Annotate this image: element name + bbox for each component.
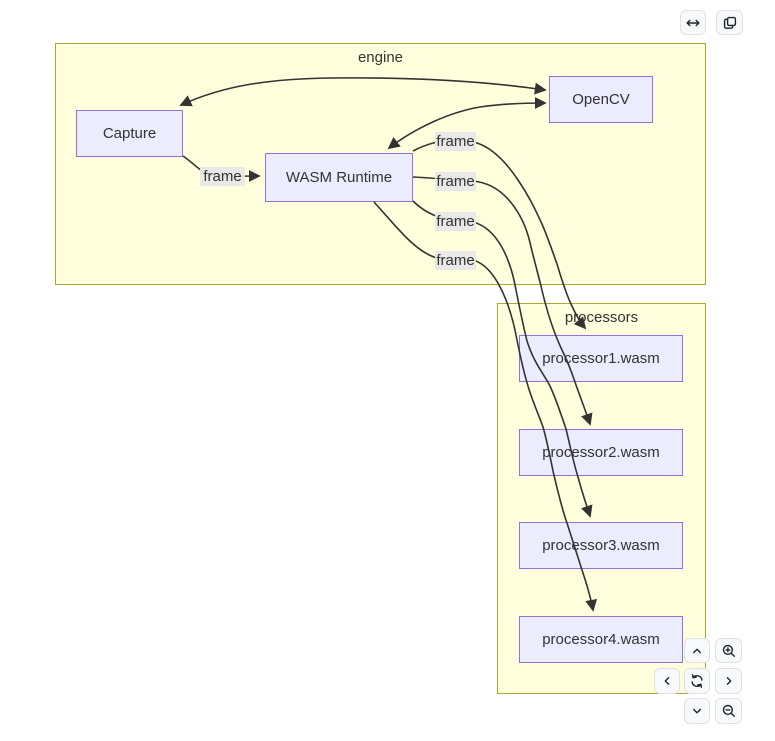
expand-width-button[interactable]: [680, 10, 706, 35]
copy-button[interactable]: [716, 10, 743, 35]
edge-label-frame: frame: [435, 132, 476, 151]
pan-up-icon: [693, 648, 701, 653]
reset-view-icon: [691, 674, 703, 689]
pan-down-icon: [693, 708, 701, 714]
zoom-in-icon: [722, 644, 735, 657]
node-processor2: processor2.wasm: [519, 429, 683, 476]
edge-label-frame: frame: [435, 251, 476, 270]
zoom-out-icon: [722, 704, 735, 717]
pan-right-button[interactable]: [715, 668, 742, 694]
pan-right-icon: [726, 677, 731, 685]
subgraph-processors-title: processors: [564, 309, 639, 326]
pan-left-icon: [664, 677, 670, 685]
zoom-in-button[interactable]: [715, 638, 742, 663]
expand-horizontal-icon: [686, 19, 700, 26]
zoom-out-button[interactable]: [715, 698, 742, 724]
subgraph-engine-title: engine: [357, 49, 404, 66]
node-processor3: processor3.wasm: [519, 522, 683, 569]
edge-label-frame: frame: [200, 167, 245, 186]
edge-label-frame: frame: [435, 172, 476, 191]
copy-icon: [723, 16, 736, 29]
node-processor4: processor4.wasm: [519, 616, 683, 663]
node-processor1: processor1.wasm: [519, 335, 683, 382]
pan-up-button[interactable]: [684, 638, 710, 663]
node-wasm-runtime: WASM Runtime: [265, 153, 413, 202]
edge-label-frame: frame: [435, 212, 476, 231]
reset-view-button[interactable]: [684, 668, 710, 694]
node-capture: Capture: [76, 110, 183, 157]
node-opencv: OpenCV: [549, 76, 653, 123]
pan-down-button[interactable]: [684, 698, 710, 724]
pan-left-button[interactable]: [654, 668, 680, 694]
